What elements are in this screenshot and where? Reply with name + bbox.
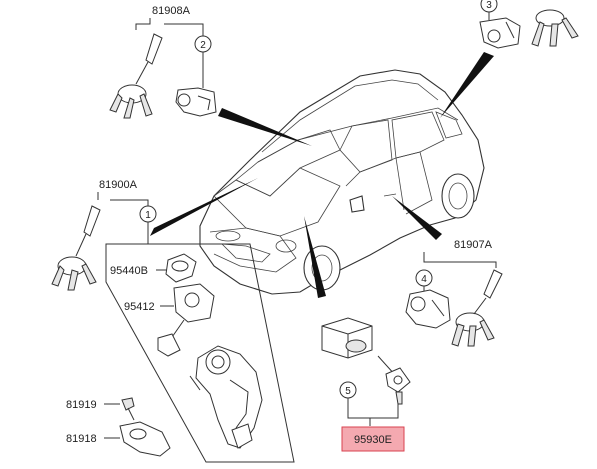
part-3-group: 3 [479, 0, 579, 49]
lock-set-81900a: 81900A 1 95440B 95412 81 [51, 179, 295, 463]
callout-5: 5 [345, 386, 351, 397]
key-set-81908a: 81908A 2 [109, 5, 217, 119]
label-81918: 81918 [66, 433, 97, 445]
label-95412: 95412 [124, 301, 155, 313]
highlight-box [341, 426, 405, 452]
callout-2: 2 [200, 40, 206, 51]
callout-3: 3 [486, 0, 492, 11]
label-95440b: 95440B [110, 265, 148, 277]
label-81908a: 81908A [152, 5, 191, 17]
label-95930e[interactable]: 95930E [354, 434, 392, 446]
label-81907a: 81907A [454, 239, 493, 251]
key-set-81907a: 81907A 4 [405, 239, 503, 347]
leader-lines [150, 52, 494, 298]
car-illustration [199, 69, 485, 295]
callout-1: 1 [145, 210, 151, 221]
label-81919: 81919 [66, 399, 97, 411]
label-81900a: 81900A [99, 179, 138, 191]
immobilizer-95930e: 5 95930E [321, 317, 411, 452]
callout-4: 4 [421, 274, 427, 285]
